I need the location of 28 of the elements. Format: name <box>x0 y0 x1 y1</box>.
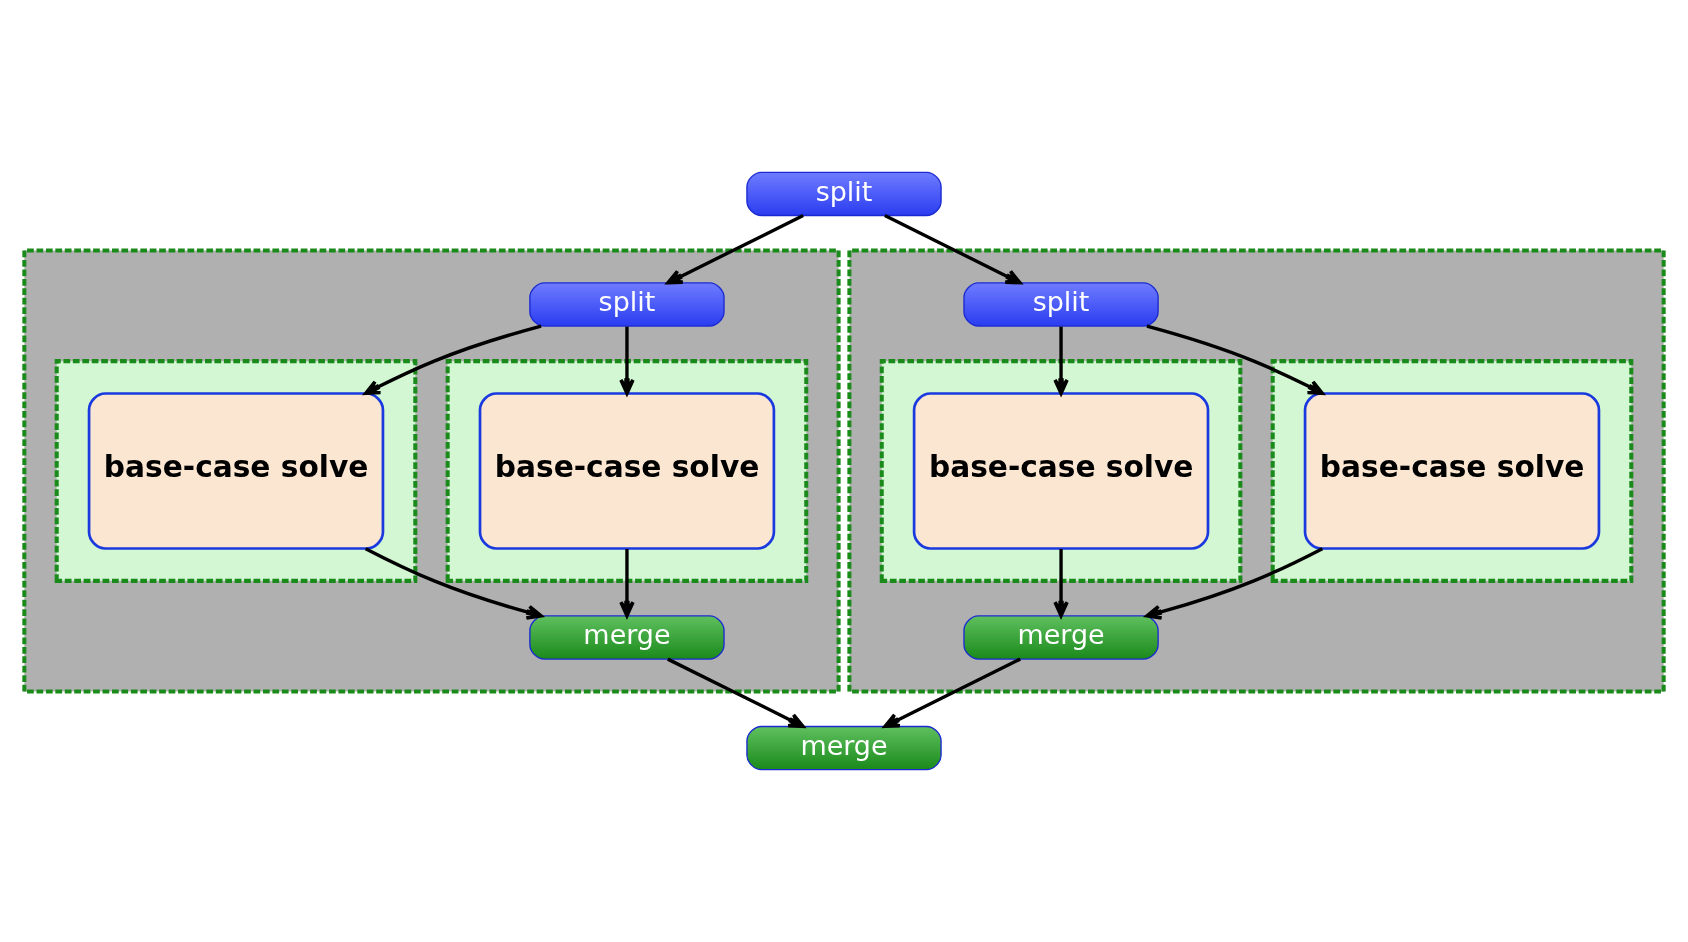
node-box: base-case solve <box>912 392 1210 550</box>
arrow <box>1053 326 1069 396</box>
node-box: merge <box>963 615 1159 660</box>
arrow <box>883 657 1021 728</box>
node-box: base-case solve <box>1303 392 1601 550</box>
arrow <box>884 214 1022 285</box>
arrow <box>363 324 542 396</box>
arrow <box>619 548 635 618</box>
node-box: merge <box>529 615 725 660</box>
cluster <box>1270 359 1634 583</box>
arrow <box>667 657 805 728</box>
arrow <box>1145 547 1324 620</box>
node-box: base-case solve <box>87 392 385 550</box>
node-box: merge <box>746 725 942 771</box>
cluster <box>54 359 418 583</box>
arrow <box>666 214 804 285</box>
node-box: base-case solve <box>478 392 776 550</box>
arrow <box>619 326 635 396</box>
cluster <box>445 359 809 583</box>
arrow <box>364 547 543 620</box>
node-box: split <box>963 282 1159 327</box>
cluster <box>847 248 1666 694</box>
cluster <box>879 359 1243 583</box>
node-box: split <box>529 282 725 327</box>
arrow <box>1053 548 1069 618</box>
node-box: split <box>746 171 942 217</box>
arrow <box>1146 324 1325 396</box>
cluster <box>22 248 841 694</box>
